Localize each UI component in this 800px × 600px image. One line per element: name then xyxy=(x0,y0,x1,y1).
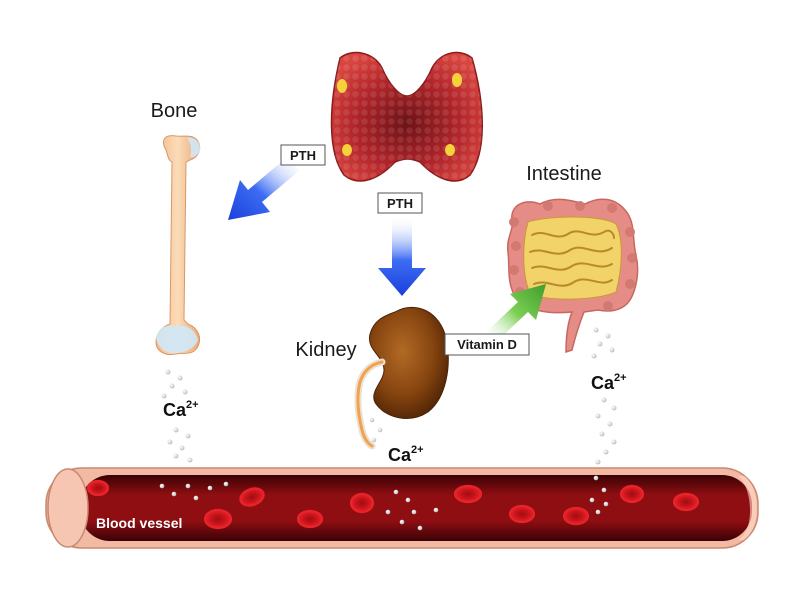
pth-arrow-to-kidney xyxy=(378,216,426,296)
calcium-ion-label-intestine: Ca2+ xyxy=(591,372,627,393)
calcium-dots-in-blood xyxy=(159,475,609,531)
pth-tag-center: PTH xyxy=(377,192,423,214)
pth-tag-left-text: PTH xyxy=(290,148,316,163)
calcium-dots-bone xyxy=(161,369,193,463)
bone-illustration xyxy=(155,135,201,355)
calcium-dots-intestine xyxy=(591,327,617,465)
kidney-label: Kidney xyxy=(295,339,356,361)
pth-tag-center-text: PTH xyxy=(387,196,413,211)
red-blood-cells xyxy=(86,479,700,530)
parathyroid-gland xyxy=(337,79,347,93)
blood-vessel-label: Blood vessel xyxy=(96,515,182,531)
parathyroid-gland xyxy=(342,144,352,156)
calcium-ion-label-kidney: Ca2+ xyxy=(388,444,424,465)
kidney-illustration xyxy=(354,306,449,450)
vitamin-d-tag: Vitamin D xyxy=(444,333,530,356)
pth-tag-left: PTH xyxy=(280,144,326,166)
calcium-ion-label-bone: Ca2+ xyxy=(163,399,199,420)
intestine-illustration xyxy=(506,198,639,354)
blood-vessel: Blood vessel xyxy=(45,467,759,549)
parathyroid-gland xyxy=(452,73,462,87)
parathyroid-gland xyxy=(445,144,455,156)
bone-label: Bone xyxy=(151,100,198,122)
vitamin-d-arrow-to-intestine xyxy=(486,284,546,342)
thyroid-gland xyxy=(330,51,483,182)
intestine-label: Intestine xyxy=(526,163,602,185)
vitamin-d-tag-text: Vitamin D xyxy=(457,337,517,352)
pth-arrow-to-bone xyxy=(228,158,300,220)
